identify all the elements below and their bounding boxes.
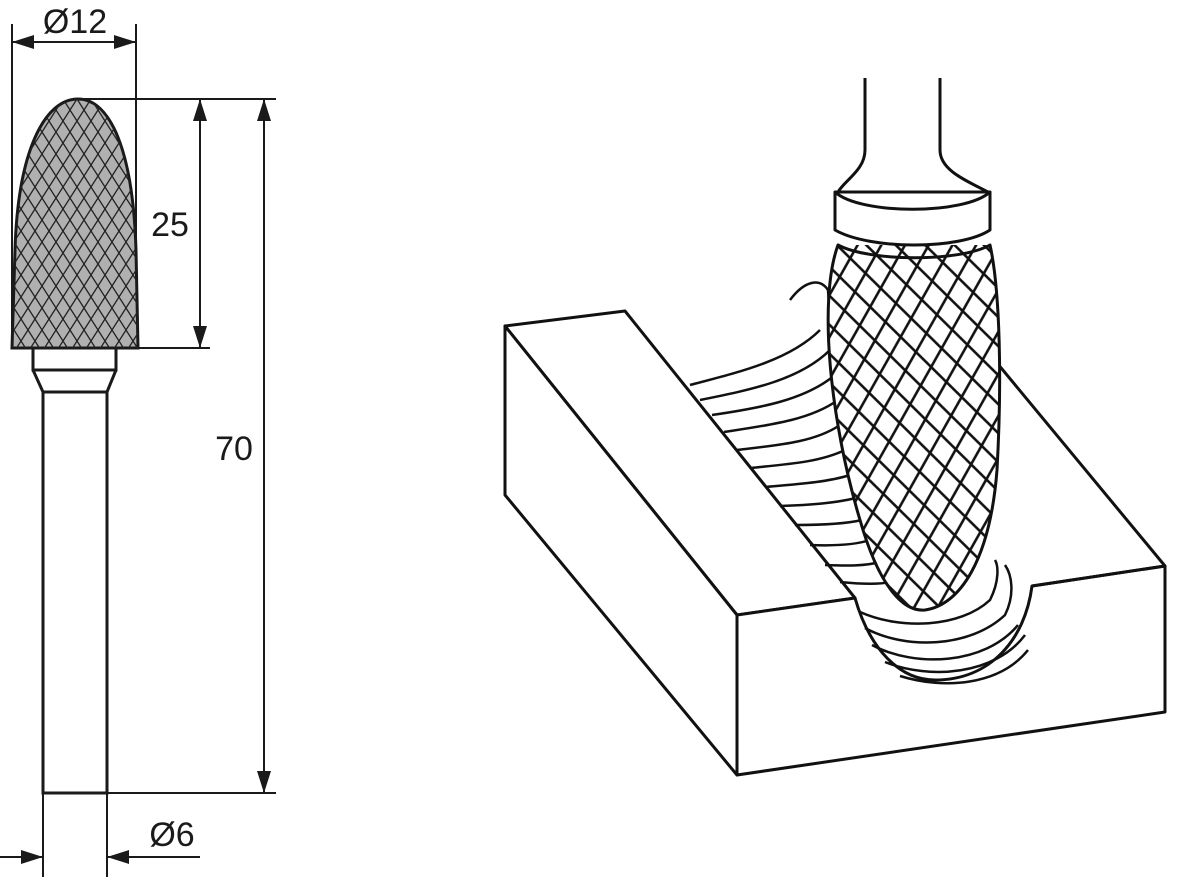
groove-cut-marks <box>689 281 1029 685</box>
burr-shank <box>41 392 109 795</box>
burr-technical-drawing: Ø12 25 70 Ø6 <box>0 3 276 877</box>
tool-shank <box>836 78 989 194</box>
burr-neck <box>31 348 118 394</box>
tool-collar <box>833 190 992 247</box>
workpiece-front-face <box>735 564 1167 777</box>
label-head-length: 25 <box>151 206 189 244</box>
label-head-diameter: Ø12 <box>43 3 107 41</box>
label-total-length: 70 <box>215 430 253 468</box>
burr-head-crosshatch <box>12 99 138 348</box>
burr-usage-illustration <box>503 78 1167 777</box>
workpiece-right-wall-top <box>976 339 1167 588</box>
label-shank-diameter: Ø6 <box>149 816 194 854</box>
tool-head-crosshatch <box>828 245 1000 611</box>
